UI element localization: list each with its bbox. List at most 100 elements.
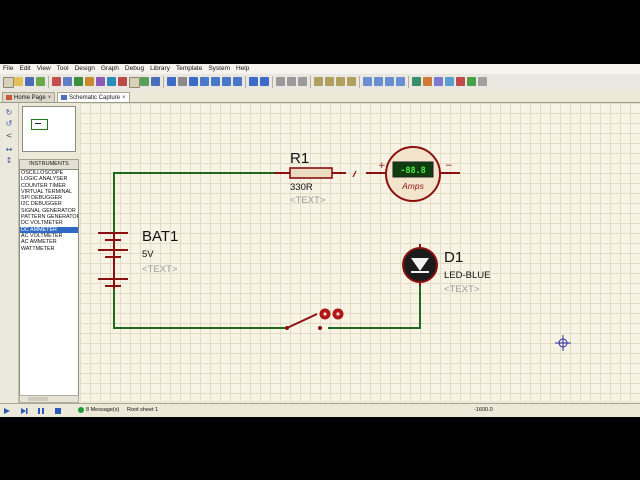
play-icon[interactable] bbox=[3, 407, 11, 415]
new-file-icon[interactable] bbox=[3, 77, 14, 88]
electrical-rules-icon[interactable] bbox=[478, 77, 487, 86]
import-icon[interactable] bbox=[36, 77, 45, 86]
list-item[interactable]: PATTERN GENERATOR bbox=[21, 214, 78, 221]
paste-icon[interactable] bbox=[298, 77, 307, 86]
tab-label: Home Page bbox=[14, 94, 46, 101]
packaging-tool-icon[interactable] bbox=[385, 77, 394, 86]
pause-icon[interactable] bbox=[37, 407, 45, 415]
led-text-label: <TEXT> bbox=[444, 284, 480, 295]
instruments-list[interactable]: OSCILLOSCOPE LOGIC ANALYSER COUNTER TIME… bbox=[19, 169, 79, 397]
list-item[interactable]: DC VOLTMETER bbox=[21, 220, 63, 227]
make-device-icon[interactable] bbox=[374, 77, 383, 86]
search-tag-icon[interactable] bbox=[423, 77, 432, 86]
menu-tool[interactable]: Tool bbox=[56, 65, 69, 72]
stop-icon[interactable] bbox=[54, 407, 62, 415]
property-assignment-icon[interactable] bbox=[434, 77, 443, 86]
step-icon[interactable] bbox=[20, 407, 28, 415]
visual-designer-icon[interactable] bbox=[140, 77, 149, 86]
ammeter-unit-label: Amps bbox=[401, 181, 424, 191]
notes-icon[interactable] bbox=[129, 77, 140, 88]
tab-schematic-capture[interactable]: Schematic Capture × bbox=[57, 92, 130, 102]
menu-system[interactable]: System bbox=[208, 65, 230, 72]
pick-parts-icon[interactable] bbox=[363, 77, 372, 86]
home-page-icon[interactable] bbox=[52, 77, 61, 86]
menu-edit[interactable]: Edit bbox=[19, 65, 31, 72]
undo-icon[interactable] bbox=[249, 77, 258, 86]
open-wire-stub bbox=[352, 170, 357, 178]
menu-help[interactable]: Help bbox=[236, 65, 250, 72]
angle-icon[interactable]: < bbox=[5, 131, 13, 140]
list-item[interactable]: AC AMMETER bbox=[21, 239, 57, 246]
menu-template[interactable]: Template bbox=[175, 65, 203, 72]
list-item[interactable]: COUNTER TIMER bbox=[21, 182, 66, 189]
copy-icon[interactable] bbox=[287, 77, 296, 86]
help-icon[interactable] bbox=[151, 77, 160, 86]
menu-design[interactable]: Design bbox=[74, 65, 95, 72]
zoom-all-icon[interactable] bbox=[222, 77, 231, 86]
schematic-icon[interactable] bbox=[63, 77, 72, 86]
schematic-canvas[interactable]: BAT1 5V <TEXT> R1 330R <TEXT> + − -88.8 … bbox=[80, 103, 640, 401]
switch-symbol[interactable] bbox=[285, 313, 322, 330]
list-item[interactable]: OSCILLOSCOPE bbox=[21, 170, 64, 176]
gerber-icon[interactable] bbox=[85, 77, 94, 86]
block-rotate-icon[interactable] bbox=[336, 77, 345, 86]
menu-debug[interactable]: Debug bbox=[124, 65, 145, 72]
list-item[interactable]: AC VOLTMETER bbox=[21, 232, 63, 239]
block-delete-icon[interactable] bbox=[347, 77, 356, 86]
ammeter-minus-terminal: − bbox=[445, 161, 453, 171]
list-item[interactable]: LOGIC ANALYSER bbox=[21, 176, 68, 183]
new-sheet-icon[interactable] bbox=[445, 77, 454, 86]
wire-autorouter-icon[interactable] bbox=[412, 77, 421, 86]
scroll-thumb[interactable] bbox=[28, 397, 48, 401]
menu-view[interactable]: View bbox=[36, 65, 51, 72]
dc-ammeter[interactable] bbox=[366, 146, 460, 202]
remove-sheet-icon[interactable] bbox=[456, 77, 465, 86]
zoom-in-icon[interactable] bbox=[200, 77, 209, 86]
source-code-icon[interactable] bbox=[118, 77, 127, 86]
bill-of-materials-icon[interactable] bbox=[107, 77, 116, 86]
refresh-icon[interactable] bbox=[167, 77, 176, 86]
message-count-label: 8 Message(s) bbox=[86, 407, 120, 413]
list-item[interactable]: WATTMETER bbox=[21, 245, 55, 252]
list-item[interactable]: SIGNAL GENERATOR bbox=[21, 207, 76, 214]
decompose-icon[interactable] bbox=[396, 77, 405, 86]
switch-toggle-buttons[interactable] bbox=[319, 308, 344, 320]
overview-window[interactable] bbox=[22, 106, 76, 152]
exit-to-parent-icon[interactable] bbox=[467, 77, 476, 86]
save-icon[interactable] bbox=[25, 77, 34, 86]
mirror-vertical-icon[interactable]: ↕ bbox=[5, 156, 13, 165]
message-count[interactable]: 8 Message(s) bbox=[78, 407, 119, 413]
close-icon[interactable]: × bbox=[47, 94, 52, 101]
resistor-symbol[interactable] bbox=[274, 167, 346, 179]
menu-library[interactable]: Library bbox=[150, 65, 170, 72]
app-window: File Edit View Tool Design Graph Debug L… bbox=[0, 64, 640, 417]
block-copy-icon[interactable] bbox=[314, 77, 323, 86]
list-item-selected[interactable]: DC AMMETER bbox=[20, 226, 78, 233]
block-move-icon[interactable] bbox=[325, 77, 334, 86]
wires[interactable] bbox=[113, 172, 421, 329]
rotate-anticlockwise-icon[interactable]: ↺ bbox=[5, 119, 13, 128]
zoom-out-icon[interactable] bbox=[211, 77, 220, 86]
rotate-clockwise-icon[interactable]: ↻ bbox=[5, 108, 13, 117]
tab-label: Schematic Capture bbox=[69, 94, 121, 101]
grid-toggle-icon[interactable] bbox=[178, 77, 187, 86]
home-page-tab-icon bbox=[6, 95, 12, 100]
zoom-area-icon[interactable] bbox=[233, 77, 242, 86]
cut-icon[interactable] bbox=[276, 77, 285, 86]
redo-icon[interactable] bbox=[260, 77, 269, 86]
origin-icon[interactable] bbox=[189, 77, 198, 86]
open-folder-icon[interactable] bbox=[14, 77, 23, 86]
horizontal-scrollbar[interactable] bbox=[19, 395, 79, 403]
battery-symbol[interactable] bbox=[98, 232, 128, 289]
mirror-horizontal-icon[interactable]: ↔ bbox=[5, 145, 13, 154]
led-symbol[interactable] bbox=[402, 244, 438, 286]
close-icon[interactable]: × bbox=[122, 94, 126, 101]
menu-file[interactable]: File bbox=[3, 65, 14, 72]
list-item[interactable]: SPI DEBUGGER bbox=[21, 195, 63, 202]
tab-home-page[interactable]: Home Page × bbox=[2, 92, 56, 102]
menu-graph[interactable]: Graph bbox=[100, 65, 119, 72]
list-item[interactable]: I2C DEBUGGER bbox=[21, 201, 62, 208]
design-explorer-icon[interactable] bbox=[96, 77, 105, 86]
pcb-layout-icon[interactable] bbox=[74, 77, 83, 86]
list-item[interactable]: VIRTUAL TERMINAL bbox=[21, 188, 73, 195]
